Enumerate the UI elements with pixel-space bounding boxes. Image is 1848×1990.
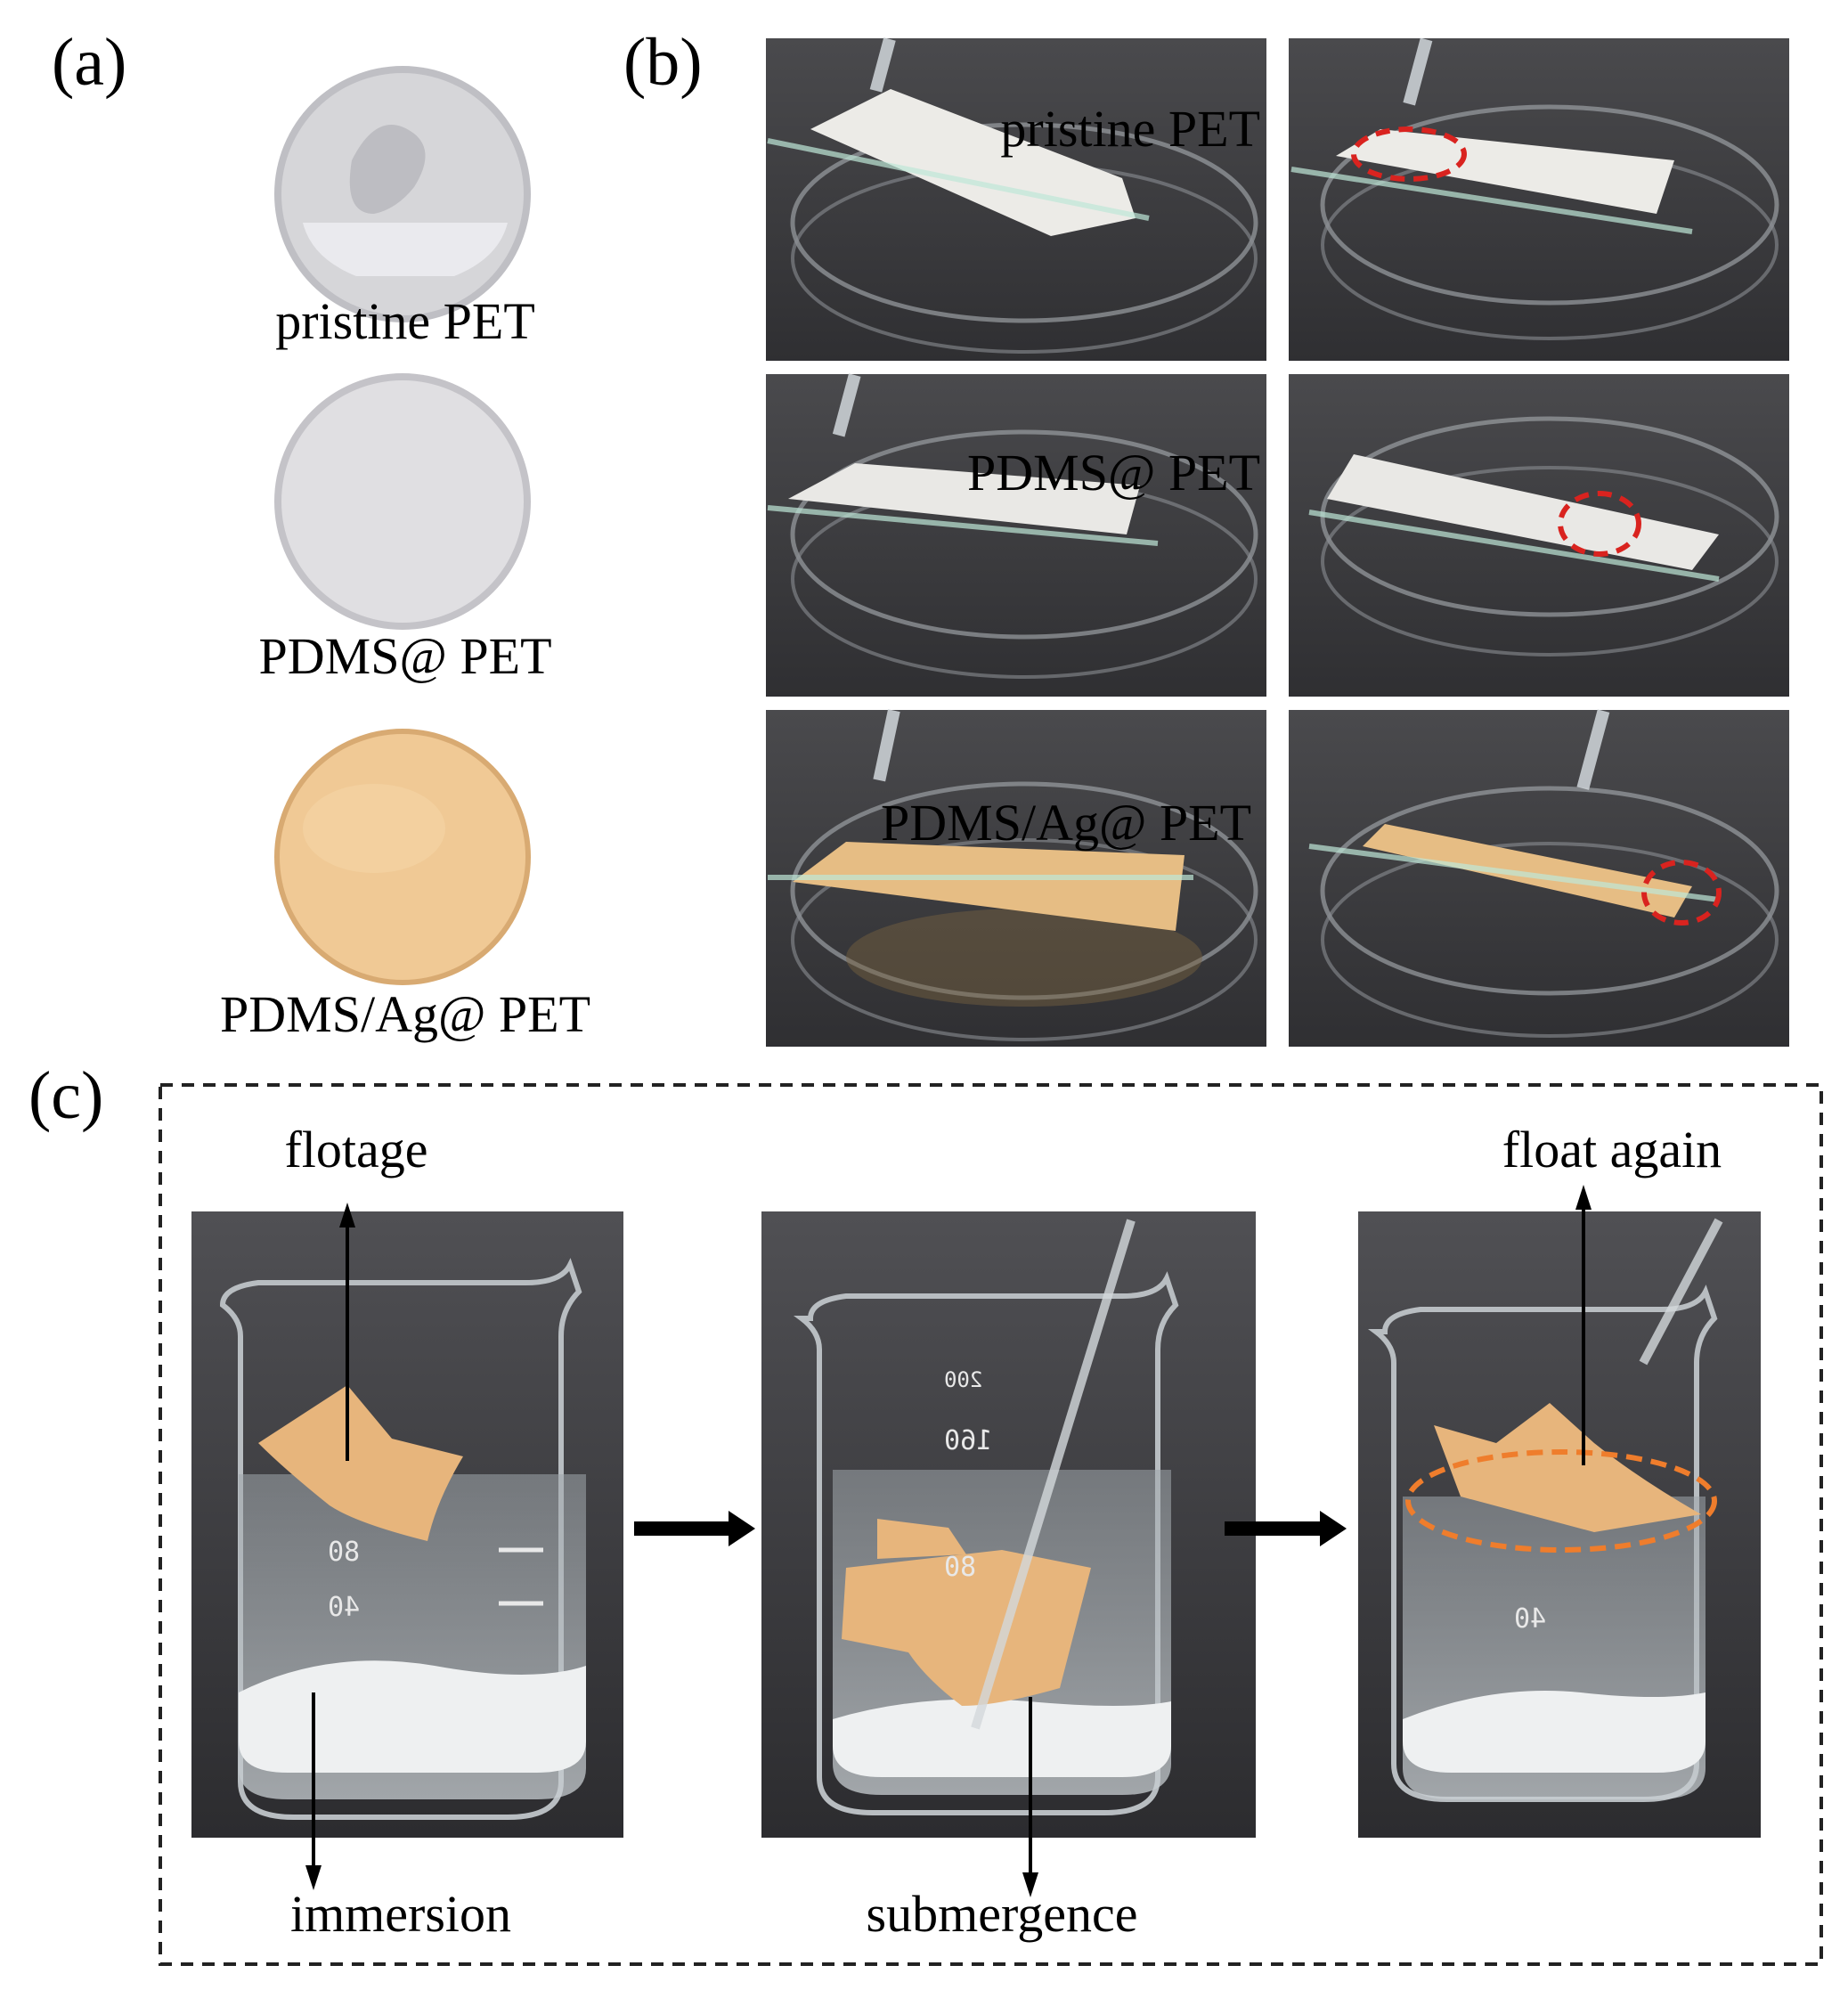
photo-c-immersion xyxy=(191,1211,623,1838)
beaker2-mark-80: 80 xyxy=(944,1552,977,1583)
photo-b-row3-left xyxy=(766,709,1266,1047)
panel-b-label: (b) xyxy=(623,25,703,100)
photo-b-row2-left xyxy=(766,373,1266,697)
label-immersion: immersion xyxy=(289,1885,512,1943)
photo-b-row1-left xyxy=(766,37,1266,361)
beaker3-mark-40: 40 xyxy=(1514,1603,1547,1635)
caption-a-pdms: PDMS@ PET xyxy=(258,627,552,685)
disc-pristine xyxy=(274,66,531,322)
photo-b-row2-right xyxy=(1289,374,1789,697)
drop-highlight-2 xyxy=(1558,491,1641,557)
caption-b-pristine: pristine PET xyxy=(1000,100,1260,158)
beaker2-mark-200: 200 xyxy=(944,1367,983,1392)
photo-b-row3-right xyxy=(1289,709,1789,1047)
beaker2-mark-160: 160 xyxy=(944,1425,993,1456)
caption-a-pdms-ag: PDMS/Ag@ PET xyxy=(220,985,590,1043)
caption-b-pdms-ag: PDMS/Ag@ PET xyxy=(881,794,1251,852)
caption-a-pristine: pristine PET xyxy=(275,292,535,350)
panel-c-label: (c) xyxy=(28,1058,104,1133)
arrow-float-again xyxy=(1575,1185,1592,1465)
photo-c-submergence xyxy=(761,1211,1256,1838)
drop-highlight-3 xyxy=(1641,860,1722,926)
label-float-again: float again xyxy=(1502,1121,1722,1179)
step-arrow-2 xyxy=(1225,1511,1347,1546)
label-submergence: submergence xyxy=(866,1885,1138,1943)
arrow-submergence xyxy=(1022,1697,1038,1897)
panel-a-label: (a) xyxy=(52,25,127,100)
arrow-flotage xyxy=(339,1203,355,1461)
photo-c-float-again xyxy=(1358,1211,1761,1838)
arrow-immersion xyxy=(305,1692,322,1890)
disc-pdms xyxy=(274,373,531,630)
disc-pdms-ag xyxy=(274,729,531,985)
photo-b-row1-right xyxy=(1289,37,1789,361)
panel-c-dashed-frame xyxy=(159,1083,1823,1966)
beaker1-mark-40: 40 xyxy=(328,1592,361,1623)
label-flotage: flotage xyxy=(284,1121,428,1179)
drop-highlight-1 xyxy=(1351,126,1467,182)
step-arrow-1 xyxy=(634,1511,755,1546)
float-highlight xyxy=(1405,1449,1717,1553)
caption-b-pdms: PDMS@ PET xyxy=(967,444,1260,502)
beaker1-mark-80: 80 xyxy=(328,1537,361,1568)
